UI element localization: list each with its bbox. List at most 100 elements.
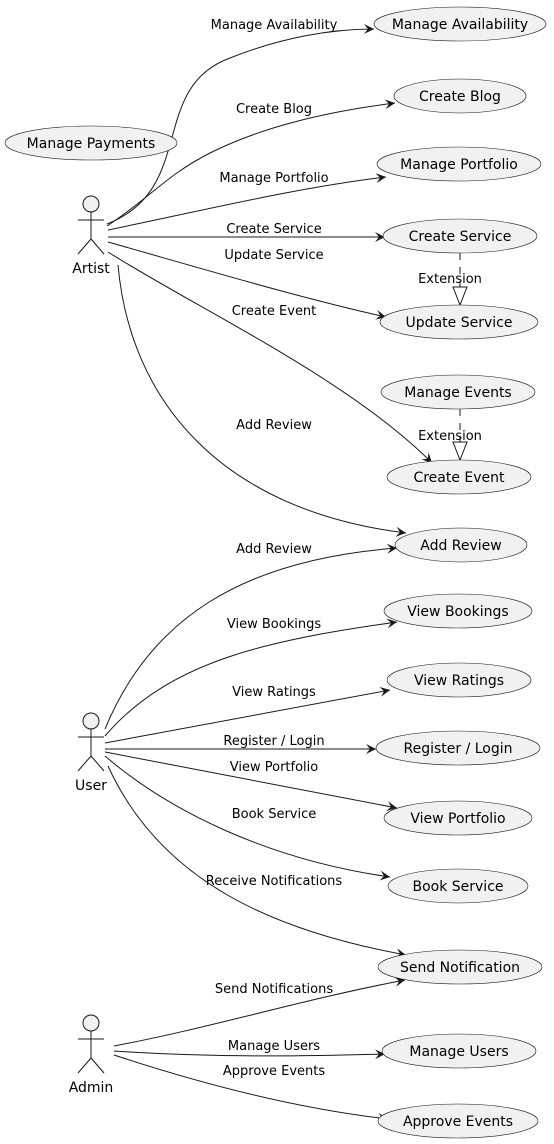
usecase-ellipse	[377, 949, 543, 985]
usecase-ellipse	[376, 146, 542, 182]
usecase-ellipse	[380, 374, 536, 410]
actor-head	[82, 195, 100, 213]
association-user-send_notification	[107, 765, 407, 959]
usecase-label: Manage Users	[409, 1044, 508, 1060]
actor-body	[77, 729, 105, 772]
association-label: View Bookings	[227, 617, 321, 632]
actor-admin[interactable]: Admin	[69, 1014, 114, 1096]
actor-body	[77, 212, 105, 255]
association-artist-update_service	[107, 241, 387, 320]
usecase-ellipse	[375, 730, 541, 766]
usecase-manage-portfolio[interactable]: Manage Portfolio	[376, 146, 542, 182]
usecase-label: View Ratings	[414, 673, 504, 689]
association-artist-manage_portfolio	[107, 173, 387, 231]
actor-label: Artist	[72, 261, 110, 277]
usecase-view-portfolio[interactable]: View Portfolio	[383, 800, 533, 836]
association-label: Add Review	[236, 418, 312, 433]
usecase-ellipse	[387, 868, 529, 904]
association-user-view_bookings	[104, 618, 398, 737]
actor-label: Admin	[69, 1080, 114, 1096]
extension-arrowhead	[452, 286, 468, 307]
association-label: Add Review	[236, 542, 312, 557]
association-label: Book Service	[232, 807, 317, 822]
usecase-register-login[interactable]: Register / Login	[375, 730, 541, 766]
association-label: Receive Notifications	[206, 874, 343, 889]
usecase-view-bookings[interactable]: View Bookings	[383, 593, 533, 629]
usecase-ellipse	[383, 800, 533, 836]
association-label: Create Service	[226, 222, 321, 237]
usecase-label: Manage Payments	[27, 136, 156, 152]
usecase-label: Create Event	[413, 470, 505, 486]
extension-label: Extension	[418, 272, 482, 287]
association-label: Create Event	[232, 304, 317, 319]
association-label: View Ratings	[232, 685, 316, 700]
usecase-manage-availability[interactable]: Manage Availability	[373, 6, 547, 42]
usecase-create-blog[interactable]: Create Blog	[393, 78, 527, 114]
actor-artist[interactable]: Artist	[72, 195, 110, 277]
usecase-create-event[interactable]: Create Event	[386, 459, 532, 495]
association-label: Manage Availability	[211, 18, 338, 33]
extension-label: Extension	[418, 429, 482, 444]
usecase-label: View Bookings	[407, 604, 508, 620]
usecase-manage-events[interactable]: Manage Events	[380, 374, 536, 410]
usecase-ellipse	[386, 662, 532, 698]
usecase-view-ratings[interactable]: View Ratings	[386, 662, 532, 698]
usecase-ellipse	[393, 78, 527, 114]
usecase-label: Manage Portfolio	[400, 157, 518, 173]
usecase-label: Manage Availability	[392, 17, 528, 33]
usecase-ellipse	[4, 125, 178, 161]
association-user-add_review	[104, 543, 398, 730]
usecase-label: Create Service	[409, 229, 512, 245]
association-admin-approve_events	[113, 1054, 389, 1123]
usecase-add-review[interactable]: Add Review	[394, 527, 528, 563]
usecase-ellipse	[383, 593, 533, 629]
usecase-label: Approve Events	[403, 1114, 513, 1130]
association-user-view_portfolio	[104, 751, 398, 812]
actor-label: User	[75, 778, 107, 794]
usecase-ellipse	[394, 527, 528, 563]
usecase-update-service[interactable]: Update Service	[379, 304, 539, 340]
usecase-create-service[interactable]: Create Service	[382, 218, 538, 254]
usecase-label: Book Service	[412, 879, 503, 895]
association-label: Manage Users	[228, 1039, 320, 1054]
association-label: View Portfolio	[230, 760, 319, 775]
association-artist-create_event	[107, 251, 433, 464]
association-label: Manage Portfolio	[219, 171, 328, 186]
usecase-ellipse	[382, 218, 538, 254]
usecase-ellipse	[386, 459, 532, 495]
usecase-label: Add Review	[420, 538, 502, 554]
usecase-manage-users[interactable]: Manage Users	[381, 1033, 537, 1069]
actor-body	[77, 1031, 105, 1074]
usecase-label: Register / Login	[403, 741, 512, 757]
association-user-view_ratings	[104, 686, 391, 744]
usecase-ellipse	[377, 1103, 539, 1139]
actor-head	[82, 1014, 100, 1032]
association-artist-manage_availability	[106, 24, 375, 225]
association-label: Update Service	[224, 248, 323, 263]
association-admin-manage_users	[113, 1049, 386, 1060]
usecase-ellipse	[381, 1033, 537, 1069]
association-user-book_service	[104, 755, 391, 881]
actor-head	[82, 712, 100, 730]
usecase-label: Update Service	[406, 315, 513, 331]
usecase-label: Send Notification	[400, 960, 520, 976]
association-label: Send Notifications	[215, 982, 333, 997]
usecase-label: View Portfolio	[410, 811, 505, 827]
association-artist-create_blog	[106, 99, 396, 227]
usecase-label: Manage Events	[404, 385, 511, 401]
usecase-manage-payments[interactable]: Manage Payments	[4, 125, 178, 161]
usecase-ellipse	[373, 6, 547, 42]
association-artist-add_review	[117, 264, 407, 537]
actor-user[interactable]: User	[75, 712, 107, 794]
usecase-label: Create Blog	[419, 89, 501, 105]
association-admin-send_notification	[113, 976, 406, 1047]
association-label: Create Blog	[236, 102, 312, 117]
extension-arrowhead	[452, 441, 468, 462]
usecase-ellipse	[379, 304, 539, 340]
association-label: Approve Events	[223, 1064, 325, 1079]
usecase-send-notification[interactable]: Send Notification	[377, 949, 543, 985]
association-label: Register / Login	[223, 734, 324, 749]
usecase-book-service[interactable]: Book Service	[387, 868, 529, 904]
usecase-approve-events[interactable]: Approve Events	[377, 1103, 539, 1139]
